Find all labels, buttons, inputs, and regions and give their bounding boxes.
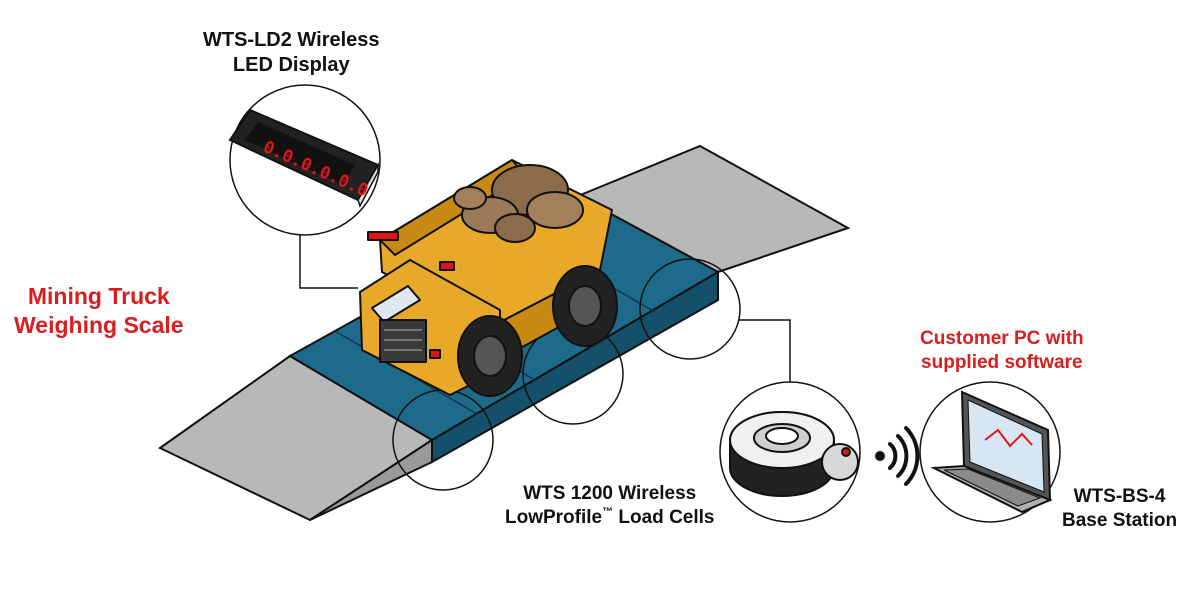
- wireless-signal-icon: [875, 426, 920, 486]
- base-station-label: WTS-BS-4 Base Station: [1062, 485, 1177, 533]
- customer-pc-label-line-1: Customer PC with: [920, 328, 1084, 349]
- customer-pc-label: Customer PC with supplied software: [920, 327, 1084, 375]
- title-line-1: Mining Truck: [27, 283, 170, 309]
- mining-truck-icon: [359, 159, 618, 397]
- customer-pc-label-line-2: supplied software: [921, 351, 1083, 373]
- diagram-title: Mining Truck Weighing Scale: [14, 282, 184, 340]
- led-display-label-line-1: WTS-LD2 Wireless: [203, 29, 380, 51]
- load-cells-suffix: Load Cells: [613, 506, 715, 528]
- load-cells-brand: LowProfile: [505, 506, 603, 528]
- led-display-icon: 0.0.0.0.0.0: [228, 84, 381, 236]
- load-cell-icon: [719, 381, 861, 523]
- load-cells-label-line-1: WTS 1200 Wireless: [523, 483, 697, 504]
- load-cells-label-line-2: LowProfile™ Load Cells: [505, 506, 714, 530]
- base-station-label-line-2: Base Station: [1062, 509, 1178, 531]
- base-station-label-line-1: WTS-BS-4: [1073, 486, 1166, 507]
- connector-lines: [299, 226, 791, 392]
- laptop-icon: [919, 381, 1061, 523]
- load-cells-label: WTS 1200 Wireless LowProfile™ Load Cells: [505, 482, 714, 530]
- led-display-label-line-2: LED Display: [232, 54, 350, 76]
- title-line-2: Weighing Scale: [14, 311, 184, 338]
- led-display-label: WTS-LD2 Wireless LED Display: [203, 28, 380, 78]
- trademark-symbol: ™: [602, 505, 614, 518]
- left-ramp: [158, 354, 434, 522]
